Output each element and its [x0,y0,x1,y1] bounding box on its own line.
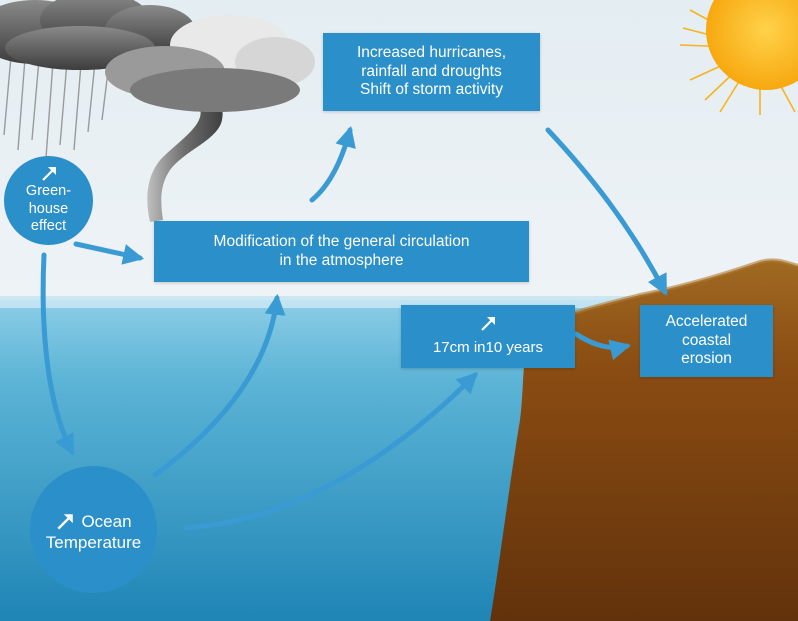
increase-arrow-icon [41,166,56,181]
ocean-temperature-circle: Ocean Temperature [30,466,157,593]
greenhouse-line-1: Green- [25,182,72,199]
storm-cloud-light [105,15,315,112]
greenhouse-line-2: house [28,200,69,217]
arrow-ocean-to-sealevel [183,372,478,531]
ocean-temperature-first-row: Ocean [55,511,132,533]
hurricanes-box: Increased hurricanes, rainfall and droug… [323,33,540,111]
erosion-line-3: erosion [681,350,732,368]
arrow-greenhouse-to-circulation [73,241,145,265]
ocean-temperature-line-2: Temperature [45,532,142,552]
circulation-box: Modification of the general circulation … [154,221,529,282]
greenhouse-line-3: effect [30,218,67,235]
circulation-line-2: in the atmosphere [279,251,404,269]
erosion-line-1: Accelerated [665,312,748,330]
hurricanes-line-2: rainfall and droughts [361,62,502,80]
flow-arrows [40,125,668,531]
arrow-hurricanes-to-erosion [545,127,668,296]
sea-level-label: 17cm in10 years [432,339,544,357]
ocean-temperature-line-1: Ocean [81,511,132,531]
arrow-sealevel-to-erosion [573,331,632,361]
circulation-line-1: Modification of the general circulation [213,232,470,250]
hurricanes-line-3: Shift of storm activity [360,81,503,99]
coastal-erosion-box: Accelerated coastal erosion [640,305,773,377]
erosion-line-2: coastal [681,331,732,349]
sun [679,0,798,115]
greenhouse-effect-circle: Green- house effect [4,156,93,245]
arrow-ocean-to-circulation [152,293,286,478]
arrow-circulation-to-hurricanes [309,125,356,203]
increase-arrow-icon [481,317,495,332]
hurricanes-line-1: Increased hurricanes, [356,43,507,61]
coast-edge [529,258,798,332]
increase-arrow-icon [57,514,74,530]
arrow-greenhouse-to-ocean [40,252,75,456]
sea-level-box: 17cm in10 years [401,305,575,368]
